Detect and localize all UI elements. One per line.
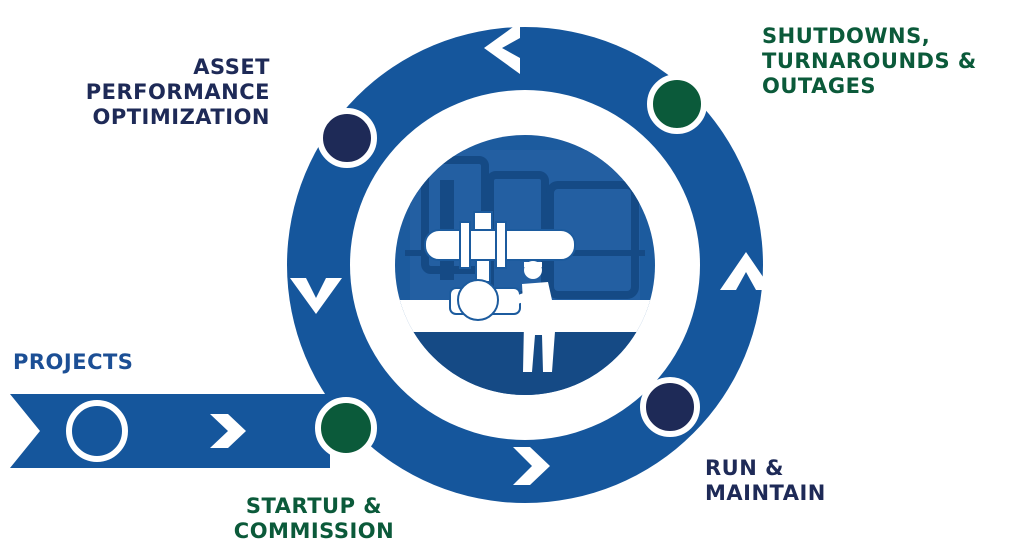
chevron-left-icon	[484, 22, 520, 74]
stage-marker-asset-performance	[317, 108, 377, 168]
label-asset-performance: ASSET PERFORMANCE OPTIMIZATION	[85, 55, 270, 129]
chevron-down-icon	[290, 278, 342, 314]
stage-marker-projects	[66, 400, 128, 462]
worker-operating-valve-icon	[395, 150, 655, 395]
label-run-maintain: RUN & MAINTAIN	[705, 456, 826, 505]
stage-marker-run-maintain	[640, 377, 700, 437]
chevron-up-icon	[720, 252, 772, 290]
projects-band	[10, 394, 330, 468]
label-startup: STARTUP & COMMISSION	[233, 494, 395, 543]
label-projects: PROJECTS	[13, 350, 134, 374]
stage-marker-startup	[315, 397, 377, 459]
label-shutdowns: SHUTDOWNS, TURNAROUNDS & OUTAGES	[762, 24, 977, 98]
chevron-right-icon-bottom	[513, 447, 550, 485]
stage-marker-shutdowns	[647, 74, 707, 134]
chevron-right-icon	[210, 414, 246, 448]
